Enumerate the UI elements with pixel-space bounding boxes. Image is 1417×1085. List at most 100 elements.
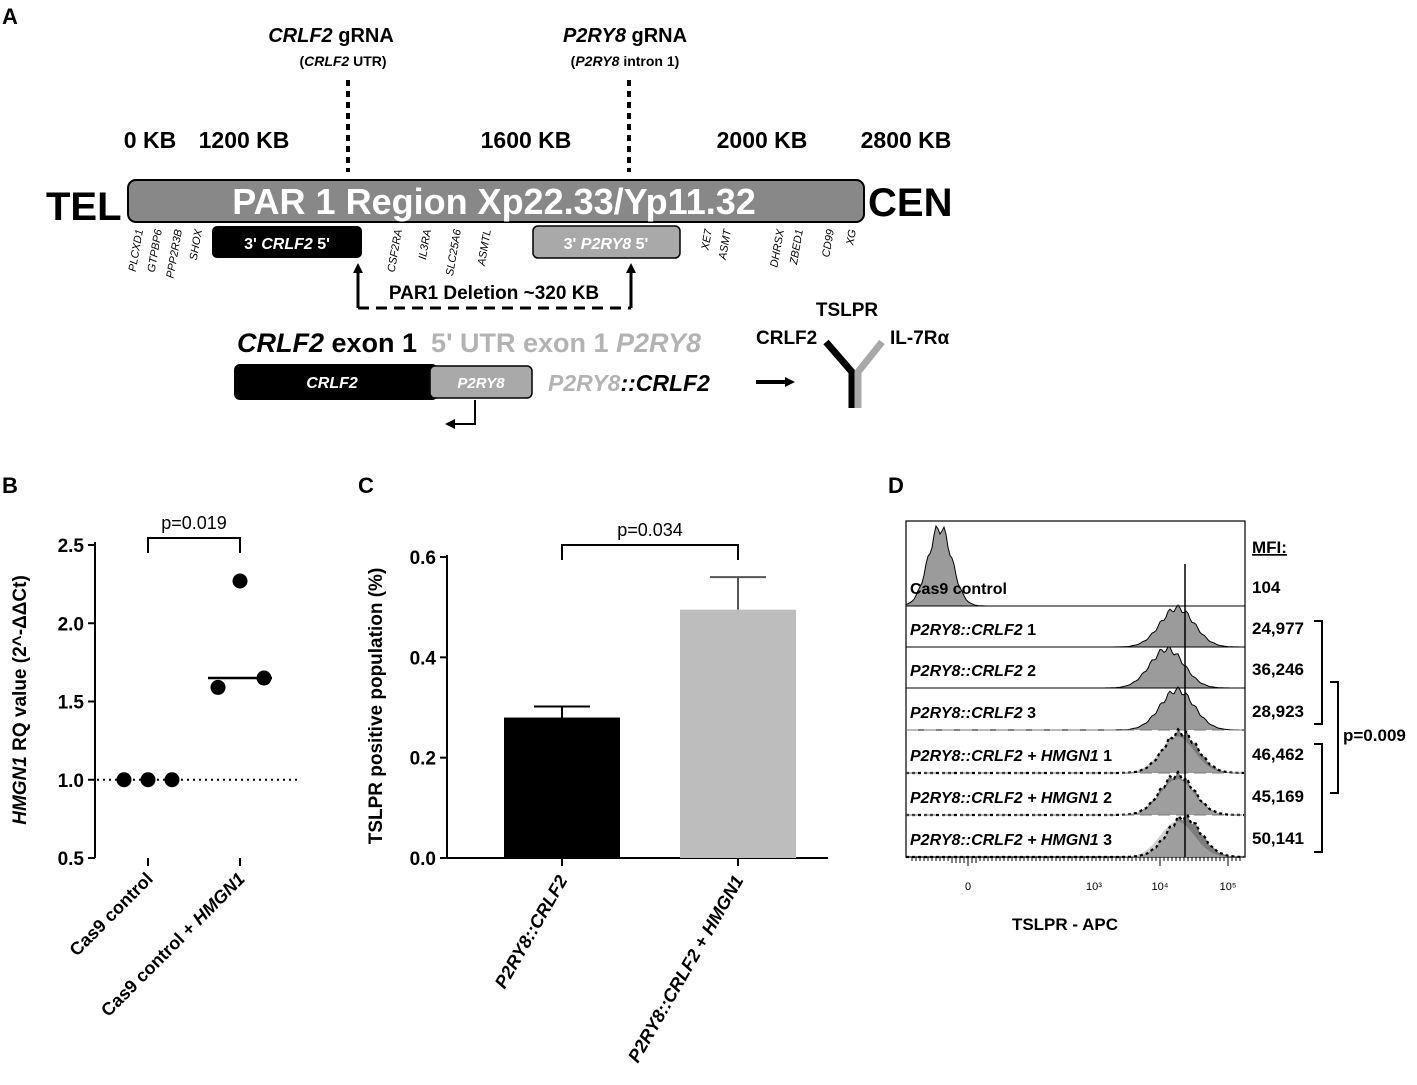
b-y-tick-label: 2.5 [58, 536, 85, 557]
crlf2-gene-label: 3' CRLF2 5' [244, 236, 330, 253]
d-bracket-outer [1330, 681, 1339, 794]
b-y-tick-label: 1.0 [58, 771, 84, 792]
region-label: PAR 1 Region Xp22.33/Yp11.32 [232, 181, 756, 222]
gene-ppp2r3b: PPP2R3B [165, 228, 185, 279]
d-mfi-value: 104 [1252, 578, 1281, 597]
d-mfi-value: 24,977 [1252, 619, 1304, 638]
d-histogram-overlay [906, 736, 1245, 773]
promoter-arrow [445, 400, 476, 429]
d-bracket-1 [1314, 620, 1323, 725]
p2ry8-gene-box [532, 225, 681, 259]
deletion-label: PAR1 Deletion ~320 KB [389, 283, 599, 304]
gene-gtpbp6: GTPBP6 [146, 228, 166, 274]
d-mfi-value: 45,169 [1252, 787, 1304, 806]
b-data-point [232, 573, 248, 589]
gene-asmtl: ASMTL [476, 228, 494, 267]
d-row-label: P2RY8::CRLF2 + HMGN1 1 [910, 748, 1112, 765]
d-histogram-fill [906, 646, 1245, 688]
d-row-label: P2RY8::CRLF2 3 [910, 705, 1036, 722]
tel-label: TEL [46, 185, 122, 229]
d-row-label: P2RY8::CRLF2 + HMGN1 3 [910, 832, 1112, 849]
b-x-label-1: Cas9 control [66, 869, 157, 960]
tick-2800kb: 2800 KB [861, 127, 952, 153]
p2ry8-gene-label: 3' P2RY8 5' [564, 236, 649, 253]
c-bar [680, 609, 796, 858]
d-histogram-fill [906, 605, 1245, 647]
panel-label-b: B [2, 473, 18, 498]
d-x-tick-1e4: 10⁴ [1152, 881, 1169, 893]
b-data-point [210, 679, 226, 695]
c-y-tick-label: 0.2 [410, 749, 436, 770]
gene-il3ra: IL3RA [417, 228, 434, 260]
fusion-name: P2RY8::CRLF2 [548, 370, 710, 396]
gene-xe7: XE7 [699, 228, 715, 252]
d-x-label: TSLPR - APC [1012, 915, 1118, 934]
b-data-point [164, 772, 180, 788]
panel-label-d: D [888, 473, 904, 498]
c-bar [504, 717, 620, 858]
b-y-label: HMGN1 RQ value (2^-ΔΔCt) [10, 575, 31, 825]
p2ry8-grna-sub: (P2RY8 intron 1) [571, 53, 680, 69]
b-y-tick-label: 2.0 [58, 614, 84, 635]
fusion-crlf2-label: CRLF2 [306, 375, 358, 392]
gene-plcxd1: PLCXD1 [127, 228, 146, 272]
d-x-tick-1e5: 10⁵ [1220, 881, 1237, 893]
panel-label-c: C [358, 473, 374, 498]
c-y-label: TSLPR positive population (%) [366, 568, 387, 845]
crlf2-grna-sub: (CRLF2 UTR) [299, 53, 386, 69]
c-x-label-1: P2RY8::CRLF2 [491, 872, 572, 992]
receptor-tslpr: TSLPR [816, 300, 879, 321]
fusion-crlf2-box [234, 364, 438, 400]
deletion-bracket [353, 263, 636, 310]
gene-cd99: CD99 [820, 228, 837, 258]
d-bracket-2 [1314, 743, 1323, 853]
p2ry8-grna-label: P2RY8 gRNA [563, 25, 687, 47]
d-x-axis-ticks [911, 857, 1241, 866]
d-row-label: P2RY8::CRLF2 1 [910, 622, 1036, 639]
b-y-tick-label: 0.5 [58, 849, 85, 870]
c-pvalue: p=0.034 [617, 520, 683, 540]
gene-asmt: ASMT [717, 227, 735, 261]
receptor-il7ra: IL-7Rα [890, 328, 950, 349]
c-y-tick-label: 0.6 [410, 548, 436, 569]
fusion-p2ry8-label: P2RY8 [457, 375, 505, 392]
tick-0kb: 0 KB [124, 127, 176, 153]
panel-b: 0.51.01.52.02.5 HMGN1 RQ value (2^-ΔΔCt)… [10, 513, 300, 1020]
c-y-tick-label: 0.0 [410, 849, 436, 870]
d-mfi-header: MFI: [1252, 538, 1287, 557]
b-pvalue: p=0.019 [161, 513, 227, 533]
gene-zbed1: ZBED1 [788, 228, 806, 266]
d-mfi-value: 46,462 [1252, 745, 1304, 764]
tslpr-receptor-icon [823, 339, 885, 408]
gene-shox: SHOX [188, 228, 205, 261]
d-row-label: Cas9 control [910, 581, 1007, 598]
cen-label: CEN [868, 181, 952, 225]
gene-dhrsx: DHRSX [768, 228, 787, 269]
d-mfi-value: 36,246 [1252, 660, 1304, 679]
panel-label-a: A [2, 4, 18, 29]
gene-csf2ra: CSF2RA [386, 228, 405, 273]
b-data-point [116, 772, 132, 788]
d-mfi-value: 28,923 [1252, 702, 1304, 721]
panel-c: 0.0 0.2 0.4 0.6 TSLPR positive population (… [366, 520, 828, 1066]
crlf2-grna-label: CRLF2 gRNA [268, 25, 394, 47]
crlf2-gene-box [212, 226, 362, 258]
chromosome-bar [127, 179, 865, 223]
panel-a: CRLF2 gRNA (CRLF2 UTR) P2RY8 gRNA (P2RY8… [46, 25, 952, 429]
d-histogram-fill [906, 687, 1245, 730]
gene-xg: XG [844, 228, 859, 247]
d-row-label: P2RY8::CRLF2 + HMGN1 2 [910, 790, 1112, 807]
tick-1200kb: 1200 KB [199, 127, 290, 153]
d-histogram-row: P2RY8::CRLF2 1 24,977 [906, 604, 1304, 648]
d-pvalue: p=0.009 [1343, 726, 1406, 745]
b-data-point [140, 772, 156, 788]
d-x-tick-0: 0 [965, 881, 971, 893]
tick-1600kb: 1600 KB [481, 127, 572, 153]
d-histogram-overlay [906, 779, 1245, 815]
b-significance-bracket [147, 537, 241, 553]
c-y-tick-label: 0.4 [410, 648, 437, 669]
